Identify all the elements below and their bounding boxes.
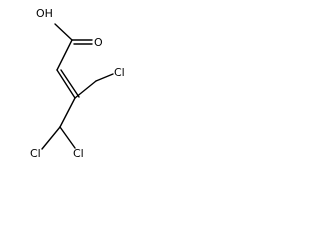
chloromethyl-chlorine-label: Cl [114, 66, 125, 79]
bond-c1-oh [54, 23, 73, 41]
bond-ch2-cl [95, 73, 114, 82]
bond-chcl2-cl-right [59, 126, 76, 149]
bond-c2-c3-double-b [60, 69, 80, 98]
chemical-structure-diagram: OH O Cl Cl Cl [30, 7, 125, 160]
bond-c3-ch2 [74, 80, 97, 99]
bond-chcl2-cl-left [41, 126, 61, 150]
bond-c1-c2 [56, 39, 73, 71]
hydroxyl-label: OH [36, 7, 53, 20]
bond-c3-chcl2 [59, 97, 76, 128]
bond-c2-c3-double-a [56, 69, 76, 99]
dichloromethyl-chlorine-left-label: Cl [30, 147, 41, 160]
carbonyl-oxygen-label: O [94, 36, 103, 49]
dichloromethyl-chlorine-right-label: Cl [73, 147, 84, 160]
